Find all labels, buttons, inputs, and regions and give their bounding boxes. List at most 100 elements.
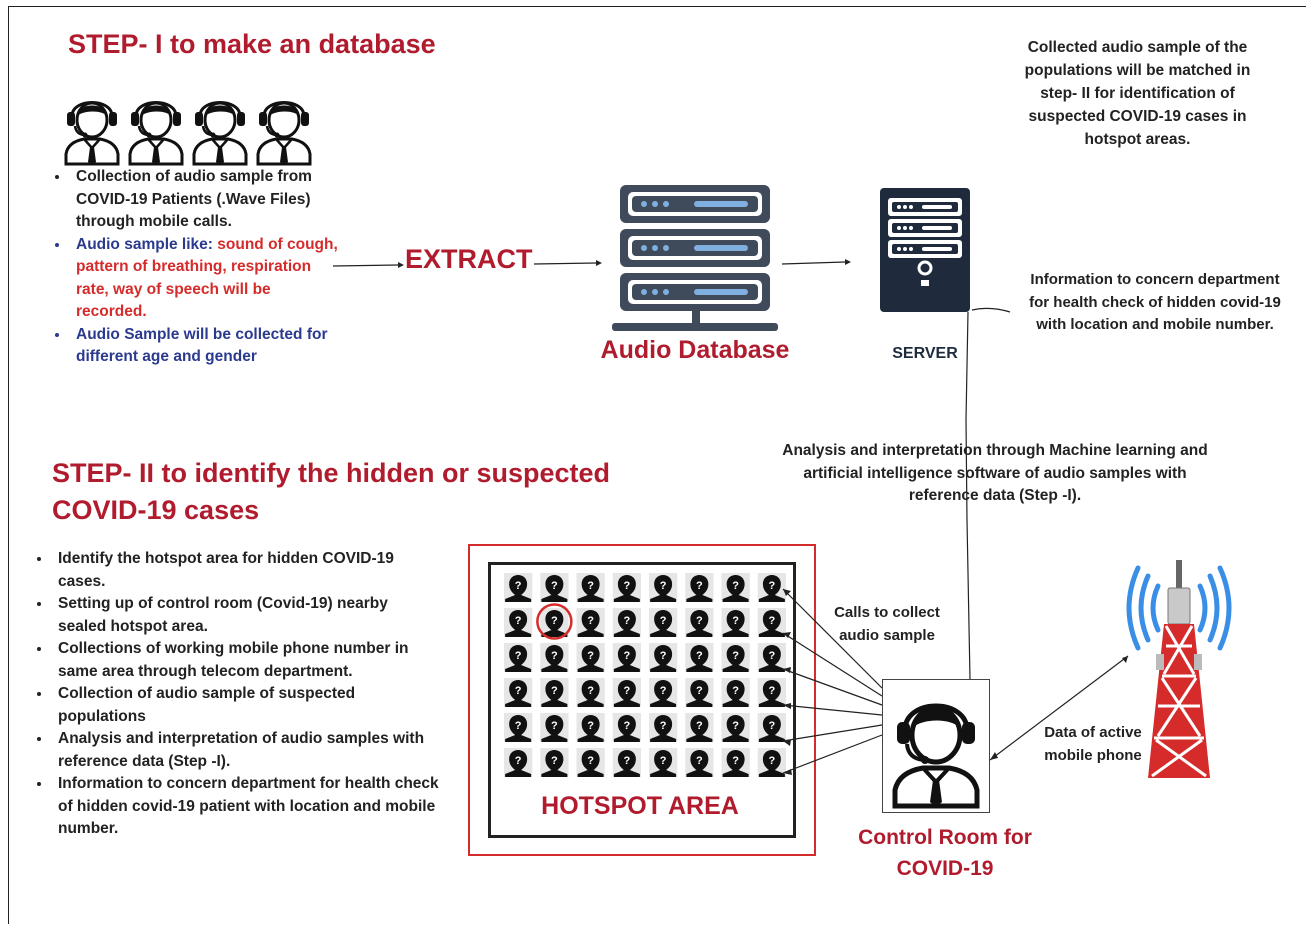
person-silhouette-icon: ? bbox=[612, 748, 641, 777]
step1-bullet: Audio Sample will be collected for diffe… bbox=[70, 324, 338, 369]
person-silhouette-icon: ? bbox=[504, 573, 533, 602]
step2-bullet: Collections of working mobile phone numb… bbox=[52, 638, 440, 683]
step1-bullets: Collection of audio sample from COVID-19… bbox=[48, 166, 338, 369]
svg-text:?: ? bbox=[769, 720, 776, 732]
person-silhouette-icon: ? bbox=[612, 608, 641, 637]
step1-title: STEP- I to make an database bbox=[68, 29, 436, 59]
svg-text:?: ? bbox=[515, 650, 522, 662]
server-tower-icon bbox=[870, 186, 980, 316]
audio-database-label: Audio Database bbox=[600, 336, 790, 364]
svg-text:?: ? bbox=[769, 755, 776, 767]
svg-text:?: ? bbox=[587, 580, 594, 592]
hotspot-area-label: HOTSPOT AREA bbox=[541, 792, 739, 820]
person-silhouette-icon: ? bbox=[649, 573, 678, 602]
step1-bullet-text: sound of cough, pattern of breathing, re… bbox=[76, 235, 338, 321]
svg-text:?: ? bbox=[660, 720, 667, 732]
step2-bullet: Identify the hotspot area for hidden COV… bbox=[52, 548, 440, 593]
svg-text:?: ? bbox=[769, 615, 776, 627]
hotspot-outer-frame bbox=[468, 544, 816, 856]
person-silhouette-icon: ? bbox=[685, 643, 714, 672]
person-silhouette-icon: ? bbox=[504, 748, 533, 777]
hotspot-population-grid: ????????????????????????????????????????… bbox=[500, 570, 790, 780]
person-silhouette-icon: ? bbox=[721, 678, 750, 707]
svg-text:?: ? bbox=[587, 615, 594, 627]
person-silhouette-icon: ? bbox=[757, 573, 786, 602]
step2-bullet: Information to concern department for he… bbox=[52, 773, 440, 841]
person-silhouette-icon: ? bbox=[685, 573, 714, 602]
person-silhouette-icon: ? bbox=[721, 713, 750, 742]
calls-label: Calls to collect audio sample bbox=[834, 604, 940, 644]
person-silhouette-icon: ? bbox=[612, 573, 641, 602]
svg-text:?: ? bbox=[696, 685, 703, 697]
note-matching: Collected audio sample of the population… bbox=[1024, 39, 1251, 148]
svg-text:?: ? bbox=[660, 650, 667, 662]
person-silhouette-icon: ? bbox=[536, 603, 573, 640]
svg-text:?: ? bbox=[624, 685, 631, 697]
person-silhouette-icon: ? bbox=[649, 643, 678, 672]
person-silhouette-icon: ? bbox=[576, 713, 605, 742]
person-silhouette-icon: ? bbox=[757, 643, 786, 672]
svg-text:?: ? bbox=[732, 580, 739, 592]
svg-text:?: ? bbox=[551, 720, 558, 732]
svg-text:?: ? bbox=[587, 755, 594, 767]
person-silhouette-icon: ? bbox=[576, 748, 605, 777]
svg-text:?: ? bbox=[515, 720, 522, 732]
person-silhouette-icon: ? bbox=[504, 608, 533, 637]
svg-text:?: ? bbox=[732, 615, 739, 627]
svg-text:?: ? bbox=[624, 755, 631, 767]
person-silhouette-icon: ? bbox=[757, 608, 786, 637]
step1-bullet-text: Audio sample like: bbox=[76, 235, 218, 253]
person-silhouette-icon: ? bbox=[721, 643, 750, 672]
svg-text:?: ? bbox=[696, 615, 703, 627]
hotspot-inner-frame bbox=[488, 562, 796, 838]
svg-text:?: ? bbox=[515, 580, 522, 592]
person-silhouette-icon: ? bbox=[504, 678, 533, 707]
svg-text:?: ? bbox=[551, 615, 558, 627]
person-silhouette-icon: ? bbox=[540, 573, 569, 602]
svg-text:?: ? bbox=[551, 580, 558, 592]
note-info-department: Information to concern department for he… bbox=[1029, 271, 1281, 333]
step1-bullet-text: Collection of audio sample from COVID-19… bbox=[76, 168, 312, 230]
svg-text:?: ? bbox=[515, 755, 522, 767]
person-silhouette-icon: ? bbox=[540, 748, 569, 777]
svg-text:?: ? bbox=[551, 685, 558, 697]
svg-text:?: ? bbox=[624, 580, 631, 592]
frame-border-top bbox=[8, 6, 1306, 7]
svg-text:?: ? bbox=[660, 615, 667, 627]
suspected-case-highlight bbox=[536, 603, 573, 640]
person-silhouette-icon: ? bbox=[685, 608, 714, 637]
person-silhouette-icon: ? bbox=[649, 748, 678, 777]
person-silhouette-icon: ? bbox=[612, 713, 641, 742]
svg-text:?: ? bbox=[696, 580, 703, 592]
person-silhouette-icon: ? bbox=[649, 678, 678, 707]
svg-text:?: ? bbox=[587, 685, 594, 697]
person-silhouette-icon: ? bbox=[757, 748, 786, 777]
step2-title: STEP- II to identify the hidden or suspe… bbox=[52, 458, 611, 525]
person-silhouette-icon: ? bbox=[649, 608, 678, 637]
svg-text:?: ? bbox=[624, 615, 631, 627]
database-server-icon bbox=[610, 183, 780, 343]
svg-text:?: ? bbox=[660, 755, 667, 767]
svg-text:?: ? bbox=[732, 755, 739, 767]
step1-bullet: Audio sample like: sound of cough, patte… bbox=[70, 234, 338, 324]
svg-text:?: ? bbox=[769, 685, 776, 697]
person-silhouette-icon: ? bbox=[504, 713, 533, 742]
svg-text:?: ? bbox=[732, 720, 739, 732]
svg-text:?: ? bbox=[551, 755, 558, 767]
step2-bullet: Collection of audio sample of suspected … bbox=[52, 683, 440, 728]
svg-text:?: ? bbox=[696, 650, 703, 662]
person-silhouette-icon: ? bbox=[612, 678, 641, 707]
person-silhouette-icon: ? bbox=[757, 713, 786, 742]
person-silhouette-icon: ? bbox=[685, 713, 714, 742]
person-silhouette-icon: ? bbox=[576, 573, 605, 602]
svg-text:?: ? bbox=[515, 615, 522, 627]
person-silhouette-icon: ? bbox=[540, 678, 569, 707]
server-label: SERVER bbox=[892, 345, 958, 362]
svg-text:?: ? bbox=[769, 580, 776, 592]
control-room-label: Control Room for COVID-19 bbox=[858, 826, 1032, 880]
active-phone-label: Data of active mobile phone bbox=[1044, 724, 1142, 764]
svg-text:?: ? bbox=[515, 685, 522, 697]
step2-bullets: Identify the hotspot area for hidden COV… bbox=[30, 548, 440, 841]
person-silhouette-icon: ? bbox=[576, 678, 605, 707]
